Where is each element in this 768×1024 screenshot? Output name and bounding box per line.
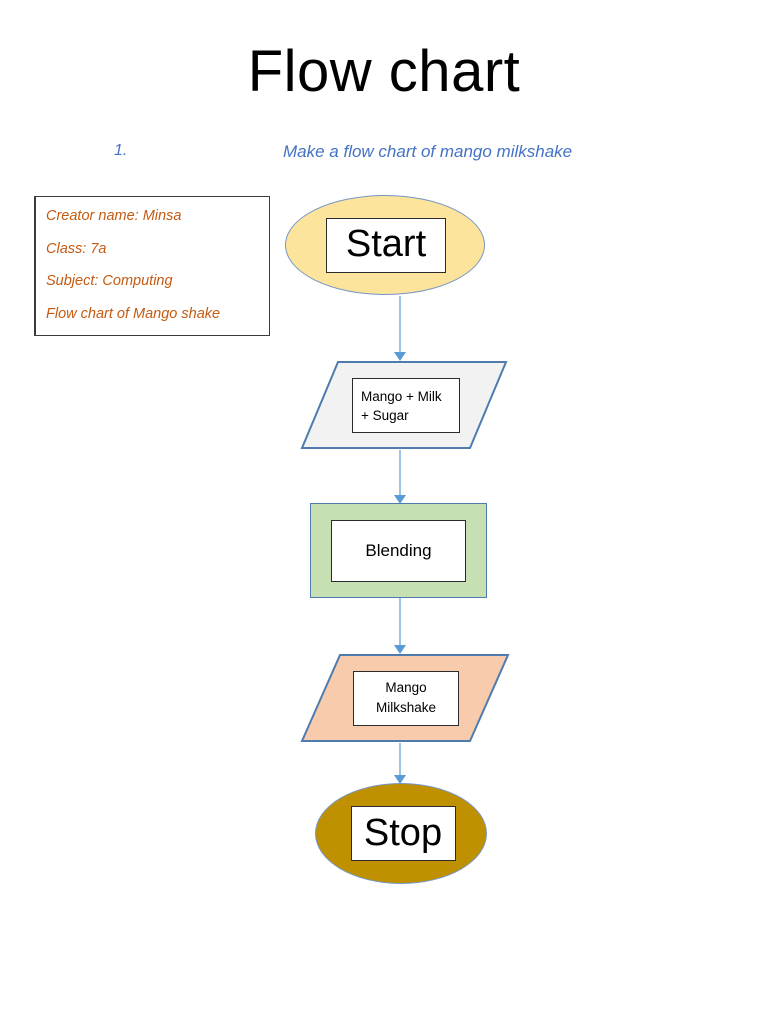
page-title: Flow chart: [247, 39, 521, 104]
flow-node-input-label-line1: Mango + Milk: [361, 388, 442, 404]
flow-node-stop[interactable]: Stop: [315, 783, 487, 884]
connector-line: [399, 450, 401, 496]
flow-node-output[interactable]: Mango Milkshake: [300, 653, 510, 743]
flow-node-stop-label: Stop: [363, 811, 443, 854]
info-line-chart-title: Flow chart of Mango shake: [46, 305, 221, 322]
flow-connector-start-to-input: [393, 296, 407, 362]
info-line-class: Class: 7a: [46, 240, 107, 257]
arrow-down-icon: [394, 775, 406, 784]
flow-node-input-label-box: Mango + Milk + Sugar: [352, 377, 460, 433]
arrow-down-icon: [394, 495, 406, 504]
flow-node-process-label-box: Blending: [331, 519, 466, 582]
flow-connector-input-to-process: [393, 450, 407, 505]
flow-node-start[interactable]: Start: [285, 195, 485, 295]
flow-connector-process-to-output: [393, 598, 407, 655]
flow-node-input[interactable]: Mango + Milk + Sugar: [300, 360, 508, 450]
flow-node-stop-label-box: Stop: [350, 806, 456, 861]
task-number: 1.: [114, 142, 128, 159]
flow-node-input-label-line2: + Sugar: [361, 408, 409, 424]
flow-connector-output-to-stop: [393, 743, 407, 785]
task-description: Make a flow chart of mango milkshake: [283, 142, 573, 161]
flow-node-start-label-box: Start: [326, 217, 446, 273]
flow-node-output-label-line1: Mango: [385, 679, 427, 695]
flowchart: Start Mango + Milk + Sugar Blending: [280, 190, 520, 900]
flow-node-process-label: Blending: [365, 540, 432, 560]
info-line-creator-name: Creator name: Minsa: [46, 208, 182, 224]
info-line-subject: Subject: Computing: [46, 273, 173, 289]
connector-line: [399, 598, 401, 646]
task-row: 1. Make a flow chart of mango milkshake: [0, 142, 768, 168]
arrow-down-icon: [394, 352, 406, 361]
connector-line: [399, 743, 401, 776]
flow-node-output-label-box: Mango Milkshake: [353, 670, 459, 726]
connector-line: [399, 296, 401, 353]
flow-node-output-label-line2: Milkshake: [375, 700, 437, 715]
flow-node-start-label: Start: [345, 223, 427, 266]
flow-node-process[interactable]: Blending: [310, 503, 487, 598]
arrow-down-icon: [394, 645, 406, 654]
creator-info-box: Creator name: Minsa Class: 7a Subject: C…: [34, 196, 270, 336]
